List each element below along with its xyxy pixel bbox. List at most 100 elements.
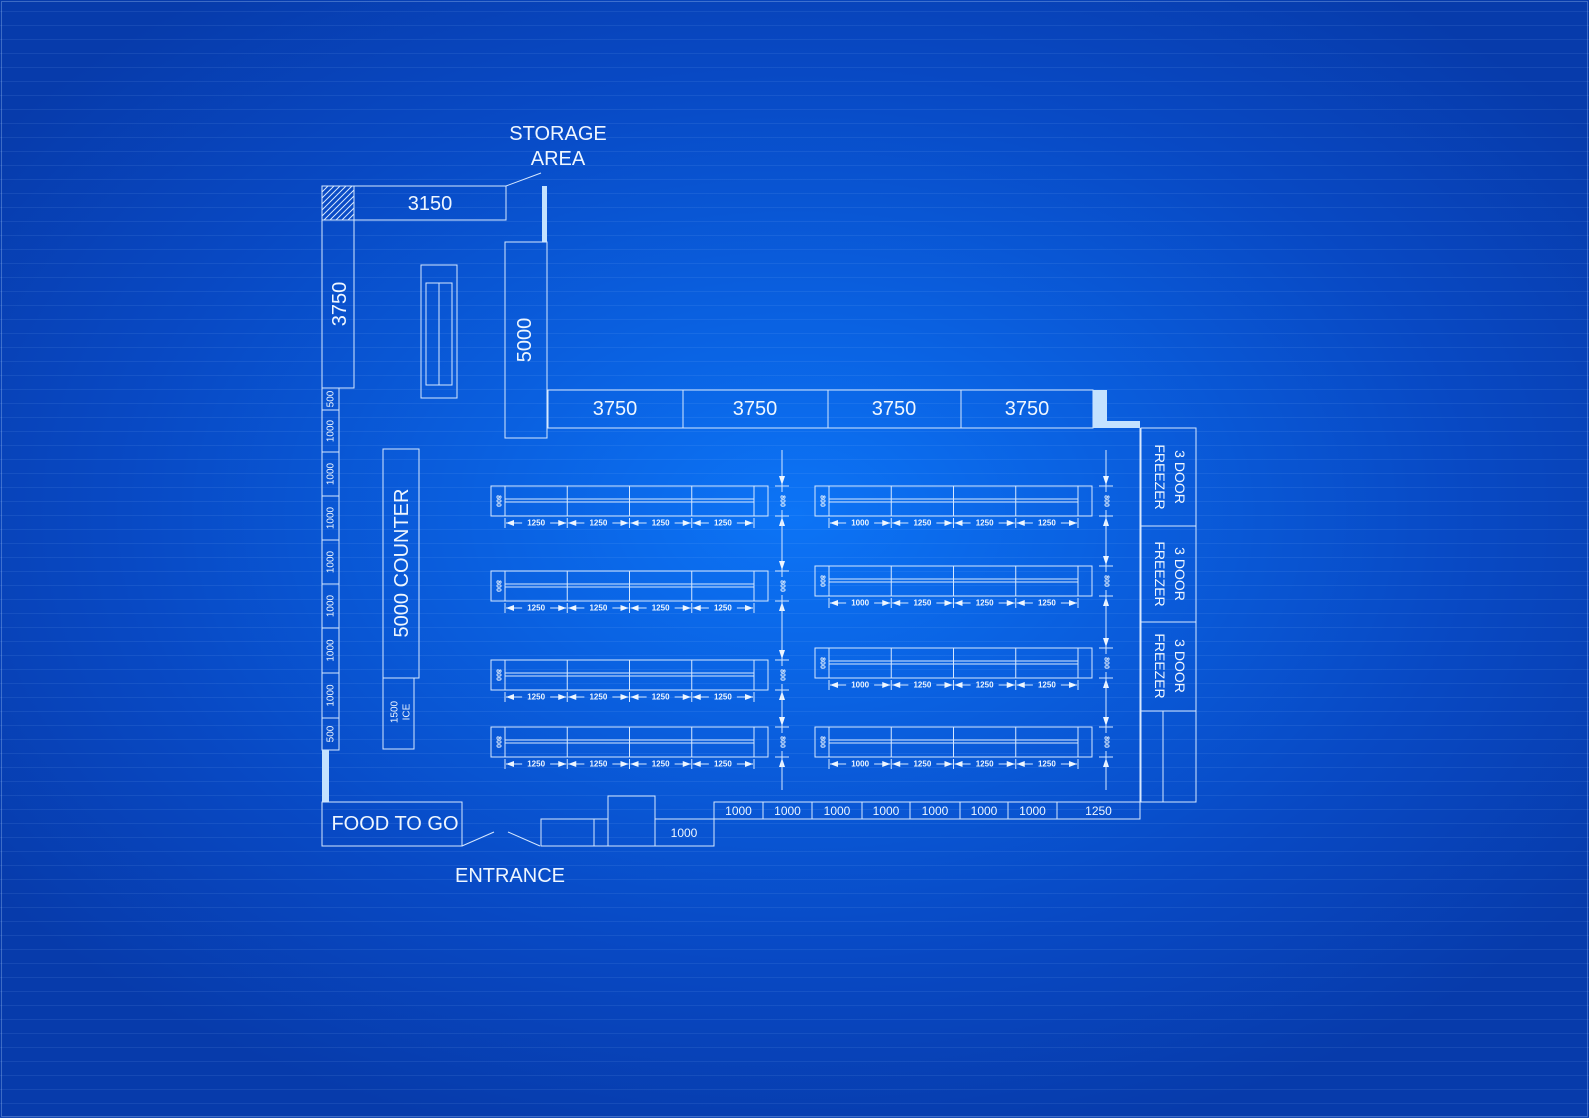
gondola-end-cap: [753, 659, 769, 691]
entrance-door-left: [461, 831, 495, 847]
dimension-arrow: [882, 761, 891, 767]
gondola-end-cap: [1077, 647, 1093, 679]
aisle-dimension-arrow: [1103, 476, 1109, 485]
left-wall-segment: [322, 750, 329, 802]
gondola-depth-label: 800: [495, 669, 502, 681]
back-wall-shelf-label: 3750: [1005, 398, 1050, 420]
dimension-arrow: [1016, 600, 1025, 606]
gondola-depth-label: 800: [495, 580, 502, 592]
dimension-arrow: [830, 682, 838, 688]
storage-wall-segment: [542, 186, 547, 242]
dimension-arrow: [830, 520, 838, 526]
dimension-arrow: [745, 520, 753, 526]
entrance-area: FOOD TO GO ENTRANCE 1000: [321, 428, 1141, 887]
gondola-end-cap: [814, 565, 830, 597]
hatch-line: [321, 185, 341, 205]
storage-shelf-top: [353, 185, 507, 221]
storage-area-label-line1: STORAGE: [509, 123, 606, 145]
dimension-arrow: [892, 682, 901, 688]
left-wall-shelf-label: 1000: [326, 506, 337, 529]
gondola-end-cap: [814, 726, 830, 758]
gondola-end-cap: [490, 659, 506, 691]
dimension-arrow: [630, 605, 639, 611]
dimension-arrow: [892, 761, 901, 767]
gondola-depth-label: 800: [819, 575, 826, 587]
checkout-counter: 5000 COUNTER 1500 ICE: [382, 448, 420, 750]
gondola-bay-width-label: 1250: [589, 604, 607, 613]
dimension-arrow: [692, 520, 701, 526]
dimension-arrow: [745, 694, 753, 700]
storage-area-leader-line: [505, 172, 542, 187]
storage-shelf-right: [504, 241, 548, 439]
dimension-arrow: [1069, 761, 1077, 767]
gondola-end-cap: [814, 647, 830, 679]
aisle-dimension-arrow: [1103, 556, 1109, 565]
dimension-arrow: [882, 600, 891, 606]
gondola-bay-width-label: 1250: [714, 693, 732, 702]
gondola-bay-width-label: 1250: [976, 599, 994, 608]
gondola-bay-width-label: 1250: [652, 693, 670, 702]
gondola-bay-width-label: 1250: [652, 519, 670, 528]
hatch-line: [321, 185, 335, 199]
dimension-arrow: [1069, 520, 1077, 526]
entrance-shelf: [654, 818, 715, 847]
dimension-arrow: [630, 520, 639, 526]
aisle-width-label: 800: [1103, 736, 1110, 748]
aisle-dimension-arrow: [1103, 638, 1109, 647]
gondola-bay-width-label: 1250: [913, 519, 931, 528]
left-wall-shelf: [321, 717, 340, 751]
gondola-bay-width-label: 1250: [913, 599, 931, 608]
freezer-label-line2: FREEZER: [1152, 541, 1168, 606]
dimension-arrow: [506, 520, 514, 526]
dimension-arrow: [568, 694, 577, 700]
freezer-label-line1: 3 DOOR: [1172, 639, 1188, 693]
dimension-arrow: [892, 600, 901, 606]
dimension-arrow: [944, 600, 953, 606]
storage-fixture-outline: [420, 264, 458, 399]
storage-shelf-right-label: 5000: [514, 318, 536, 363]
gondola-bay-width-label: 1250: [976, 519, 994, 528]
left-wall-shelf-label: 1000: [326, 594, 337, 617]
storage-area-label-line2: AREA: [531, 148, 586, 170]
checkout-fixture: [593, 818, 609, 847]
storage-shelf-left-label: 3750: [329, 282, 351, 327]
freezer-bank: 3 DOOR FREEZER 3 DOOR FREEZER 3 DOOR FRE…: [1140, 427, 1197, 803]
dimension-arrow: [558, 761, 567, 767]
front-wall-shelf-label: 1000: [725, 804, 752, 818]
dimension-arrow: [745, 605, 753, 611]
dimension-arrow: [630, 761, 639, 767]
aisle-dimension-arrow: [779, 717, 785, 726]
aisle-dimension-arrow: [779, 476, 785, 485]
gondola-bay-width-label: 1000: [851, 760, 869, 769]
aisle-width-label: 800: [779, 736, 786, 748]
hatch-line: [321, 185, 347, 211]
dimension-arrow: [1006, 682, 1015, 688]
left-wall-shelf-label: 1000: [326, 639, 337, 662]
dimension-arrow: [558, 520, 567, 526]
front-wall-shelf-label: 1000: [873, 804, 900, 818]
left-wall-shelf-label: 1000: [326, 550, 337, 573]
gondola-depth-label: 800: [819, 495, 826, 507]
entrance-label: ENTRANCE: [455, 865, 565, 887]
dimension-arrow: [692, 694, 701, 700]
back-wall-shelf-label: 3750: [872, 398, 917, 420]
ice-chest: [382, 677, 415, 750]
dimension-arrow: [682, 761, 691, 767]
aisle-width-label: 800: [779, 669, 786, 681]
gondola-end-cap: [753, 570, 769, 602]
dimension-arrow: [506, 694, 514, 700]
hatch-line: [329, 195, 355, 221]
hatch-line: [335, 201, 355, 221]
hatch-line: [321, 185, 353, 217]
gondola-bay-width-label: 1250: [976, 760, 994, 769]
gondola-bay-width-label: 1250: [976, 681, 994, 690]
aisle-width-label: 800: [779, 580, 786, 592]
